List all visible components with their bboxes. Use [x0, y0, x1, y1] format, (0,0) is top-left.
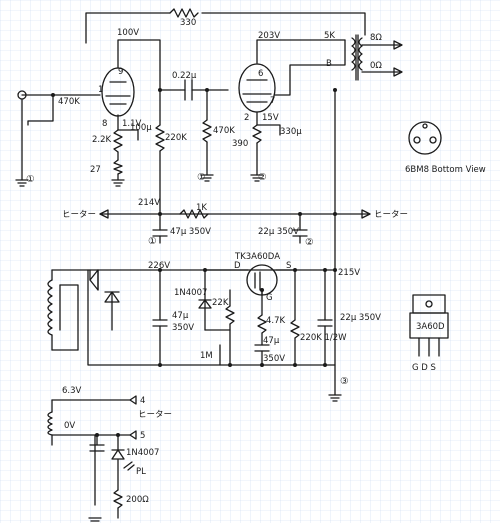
label-pin8: 8 — [102, 119, 107, 129]
ref-1b: ① — [197, 172, 206, 183]
ref-3: ③ — [340, 376, 349, 387]
label-r-top: 330 — [180, 18, 196, 28]
label-100u: 100µ — [130, 123, 152, 133]
label-pin2: 2 — [244, 113, 249, 123]
label-5k: 5K — [324, 31, 335, 41]
label-v6-3: 6.3V — [62, 386, 82, 396]
label-bplus: B — [326, 59, 332, 69]
label-470k-in: 470K — [58, 97, 80, 107]
label-pkg-part: 3A60D — [416, 322, 445, 332]
label-node4: 4 — [140, 396, 145, 406]
label-diode-b: 1N4007 — [126, 448, 159, 458]
label-heater-right: ヒーター — [374, 210, 408, 220]
label-22k: 22K — [212, 298, 229, 308]
label-pin7: 7 — [270, 96, 275, 106]
label-v0: 0V — [64, 421, 75, 431]
label-pl: PL — [136, 467, 146, 477]
label-4-7k: 4.7K — [266, 316, 286, 326]
ref-1a: ① — [26, 174, 35, 185]
label-47u-350: 47µ 350V — [170, 227, 211, 237]
label-heater-left: ヒーター — [62, 210, 96, 220]
label-v226: 226V — [148, 261, 170, 271]
label-v100: 100V — [117, 28, 139, 38]
label-v15: 15V — [262, 113, 279, 123]
label-2-2k: 2.2K — [92, 135, 112, 145]
label-pin1: 1 — [98, 85, 103, 95]
label-heater-txt: ヒーター — [138, 410, 172, 420]
ref-1c: ① — [148, 236, 157, 247]
label-v214: 214V — [138, 198, 160, 208]
label-022u: 0.22µ — [172, 71, 197, 81]
ref-2a: ② — [258, 172, 267, 183]
label-22u-b: 22µ 350V — [340, 313, 381, 323]
label-350-b: 350V — [172, 323, 194, 333]
label-v215: 215V — [338, 268, 360, 278]
label-pin6: 6 — [258, 69, 263, 79]
label-8ohm: 8Ω — [370, 33, 382, 43]
label-1n4007: 1N4007 — [174, 288, 207, 298]
label-1m: 1M — [200, 351, 213, 361]
label-socket: 6BM8 Bottom View — [405, 165, 486, 175]
label-fet-d: D — [234, 261, 241, 271]
label-200ohm: 200Ω — [126, 495, 149, 505]
label-27: 27 — [90, 165, 101, 175]
label-fet-s: S — [286, 261, 291, 271]
label-47u-b: 47µ — [172, 311, 189, 321]
label-pin9: 9 — [118, 67, 123, 77]
label-1k: 1K — [196, 203, 207, 213]
label-v203: 203V — [258, 31, 280, 41]
labels: 330 100V 203V 5K 8Ω 0Ω B 470K 9 8 1 1.1V… — [26, 18, 486, 505]
junction-dots — [51, 88, 337, 437]
label-390: 390 — [232, 139, 248, 149]
label-47u-c: 47µ — [263, 336, 280, 346]
label-0ohm: 0Ω — [370, 61, 382, 71]
label-22u-350: 22µ 350V — [258, 227, 299, 237]
components — [15, 34, 449, 522]
label-fet: TK3A60DA — [234, 252, 280, 262]
label-v1-1: 1.1V — [122, 119, 142, 129]
label-330u: 330µ — [280, 127, 302, 137]
label-350-c: 350V — [263, 354, 285, 364]
ref-2b: ② — [305, 237, 314, 248]
label-pkg-pins: G D S — [412, 363, 436, 373]
label-220k-a: 220K — [165, 133, 187, 143]
label-220k-1w: 220K 1/2W — [300, 333, 347, 343]
label-node5: 5 — [140, 431, 145, 441]
label-fet-g: G — [266, 293, 273, 303]
label-470k-b: 470K — [213, 126, 235, 136]
